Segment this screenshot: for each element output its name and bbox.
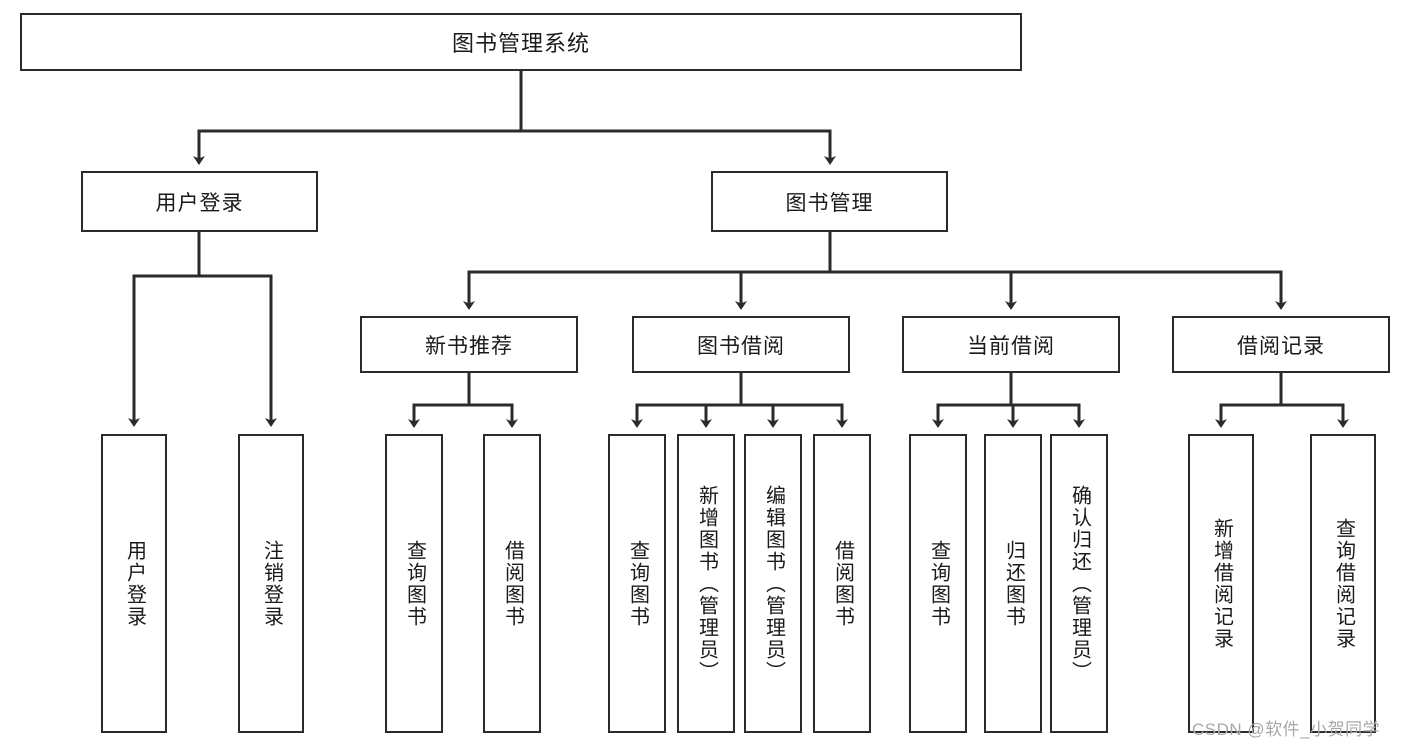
node-root-system[interactable]: 图书管理系统	[20, 13, 1022, 71]
node-leaf-confirm-return[interactable]: 确认归还（管理员）	[1050, 434, 1108, 733]
node-leaf-query-book-2[interactable]: 查询图书	[608, 434, 666, 733]
node-label: 当前借阅	[967, 334, 1055, 358]
node-user-login[interactable]: 用户登录	[81, 171, 318, 232]
node-label: 用户登录	[123, 539, 146, 628]
node-label: 查询图书	[626, 539, 649, 628]
node-leaf-add-book[interactable]: 新增图书（管理员）	[677, 434, 735, 733]
node-label: 查询借阅记录	[1332, 517, 1355, 650]
node-leaf-query-book-3[interactable]: 查询图书	[909, 434, 967, 733]
node-book-borrow[interactable]: 图书借阅	[632, 316, 850, 373]
node-label: 用户登录	[155, 191, 244, 215]
node-leaf-query-record[interactable]: 查询借阅记录	[1310, 434, 1376, 733]
node-label: 查询图书	[403, 539, 426, 628]
node-label: 查询图书	[927, 539, 950, 628]
node-book-manage[interactable]: 图书管理	[711, 171, 948, 232]
node-label: 新增图书（管理员）	[695, 484, 718, 683]
node-label: 确认归还（管理员）	[1068, 484, 1091, 683]
node-current-borrow[interactable]: 当前借阅	[902, 316, 1120, 373]
node-label: 归还图书	[1002, 539, 1025, 628]
node-leaf-user-login[interactable]: 用户登录	[101, 434, 167, 733]
node-leaf-borrow-book-1[interactable]: 借阅图书	[483, 434, 541, 733]
node-leaf-user-logout[interactable]: 注销登录	[238, 434, 304, 733]
node-label: 新增借阅记录	[1210, 517, 1233, 650]
node-leaf-add-record[interactable]: 新增借阅记录	[1188, 434, 1254, 733]
node-label: 注销登录	[260, 539, 283, 628]
node-borrow-record[interactable]: 借阅记录	[1172, 316, 1390, 373]
node-label: 编辑图书（管理员）	[762, 484, 785, 683]
node-leaf-borrow-book-2[interactable]: 借阅图书	[813, 434, 871, 733]
node-label: 图书管理系统	[451, 31, 590, 56]
node-label: 借阅记录	[1237, 334, 1325, 358]
csdn-watermark: CSDN @软件_小贺同学	[1192, 720, 1381, 739]
node-new-book-rec[interactable]: 新书推荐	[360, 316, 578, 373]
node-leaf-query-book-1[interactable]: 查询图书	[385, 434, 443, 733]
node-label: 图书借阅	[697, 334, 785, 358]
node-label: 图书管理	[785, 191, 874, 215]
node-label: 借阅图书	[501, 539, 524, 628]
node-label: 借阅图书	[831, 539, 854, 628]
node-leaf-edit-book[interactable]: 编辑图书（管理员）	[744, 434, 802, 733]
node-label: 新书推荐	[425, 334, 513, 358]
node-leaf-return-book[interactable]: 归还图书	[984, 434, 1042, 733]
